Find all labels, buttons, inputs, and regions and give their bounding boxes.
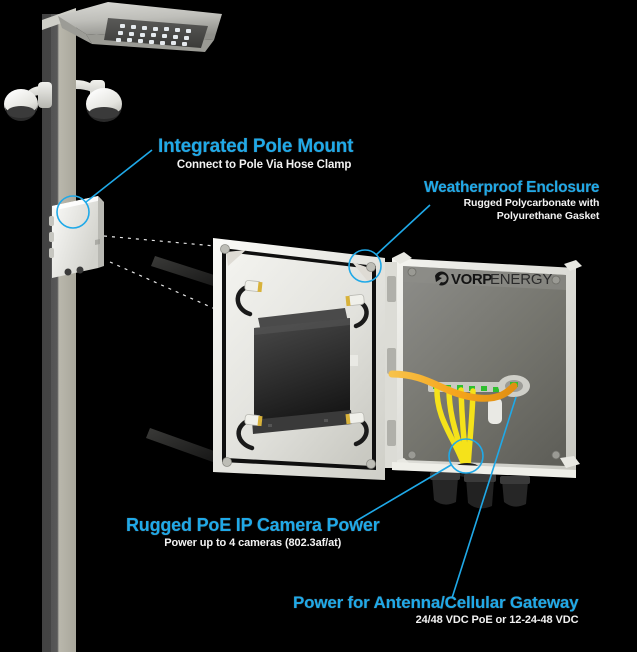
- callout-title: Weatherproof Enclosure: [424, 179, 600, 196]
- pigtail-connectors: [244, 280, 365, 426]
- dome-ptz-camera-right: [76, 80, 122, 122]
- body-corner-screws: [407, 267, 561, 460]
- callout-rugged-poe-ip-camera-power: Rugged PoE IP Camera Power Power up to 4…: [126, 514, 380, 550]
- callout-leaders: [56, 149, 517, 599]
- enclosure-back-body: VORP ENERGY: [248, 252, 582, 509]
- logo-text-vorp: VORP: [451, 271, 492, 288]
- logo-text-energy: ENERGY: [490, 271, 552, 288]
- highlight-circle-gasket: [348, 249, 382, 283]
- leader-antenna-gateway: [451, 396, 517, 599]
- pigtail-gold-rings: [257, 281, 351, 427]
- highlight-circle-pole-mount: [56, 195, 90, 229]
- pole-mounted-enclosure: [49, 196, 104, 278]
- led-array: [116, 24, 191, 46]
- callout-weatherproof-enclosure: Weatherproof Enclosure Rugged Polycarbon…: [424, 178, 600, 223]
- street-light-pole-group: [4, 2, 222, 652]
- callout-subtitle: Power up to 4 cameras (802.3af/at): [164, 537, 342, 549]
- cable-glands: [430, 472, 530, 509]
- orange-power-cable: [388, 370, 518, 402]
- callout-subtitle: 24/48 VDC PoE or 12-24-48 VDC: [415, 614, 579, 626]
- swirl-logo-icon: [435, 271, 449, 286]
- hinged-enclosure-door: [213, 238, 385, 480]
- callout-title: Integrated Pole Mount: [158, 136, 354, 157]
- callout-subtitle-line-1: Rugged Polycarbonate with: [463, 197, 600, 209]
- leader-poe-camera: [355, 464, 452, 522]
- callout-title: Rugged PoE IP Camera Power: [126, 515, 380, 535]
- highlight-circle-ethernet-bundle: [448, 438, 484, 474]
- poe-switch-gateway-module: [252, 308, 358, 434]
- door-screws: [220, 244, 376, 469]
- callout-power-for-antenna-cellular-gateway: Power for Antenna/Cellular Gateway 24/48…: [293, 592, 579, 627]
- callout-integrated-pole-mount: Integrated Pole Mount Connect to Pole Vi…: [158, 136, 354, 172]
- callout-subtitle-line-2: Polyurethane Gasket: [496, 210, 600, 222]
- vorpenergy-logo: VORP ENERGY: [435, 271, 553, 288]
- led-streetlight-fixture: [58, 2, 222, 52]
- leader-pole-mount: [85, 149, 153, 203]
- dome-ptz-camera-left: [4, 82, 52, 121]
- leader-weatherproof: [375, 204, 431, 256]
- callout-title: Power for Antenna/Cellular Gateway: [293, 593, 579, 612]
- callout-subtitle: Connect to Pole Via Hose Clamp: [176, 159, 352, 171]
- enclosure-hinges: [385, 262, 397, 468]
- white-connector: [488, 398, 502, 424]
